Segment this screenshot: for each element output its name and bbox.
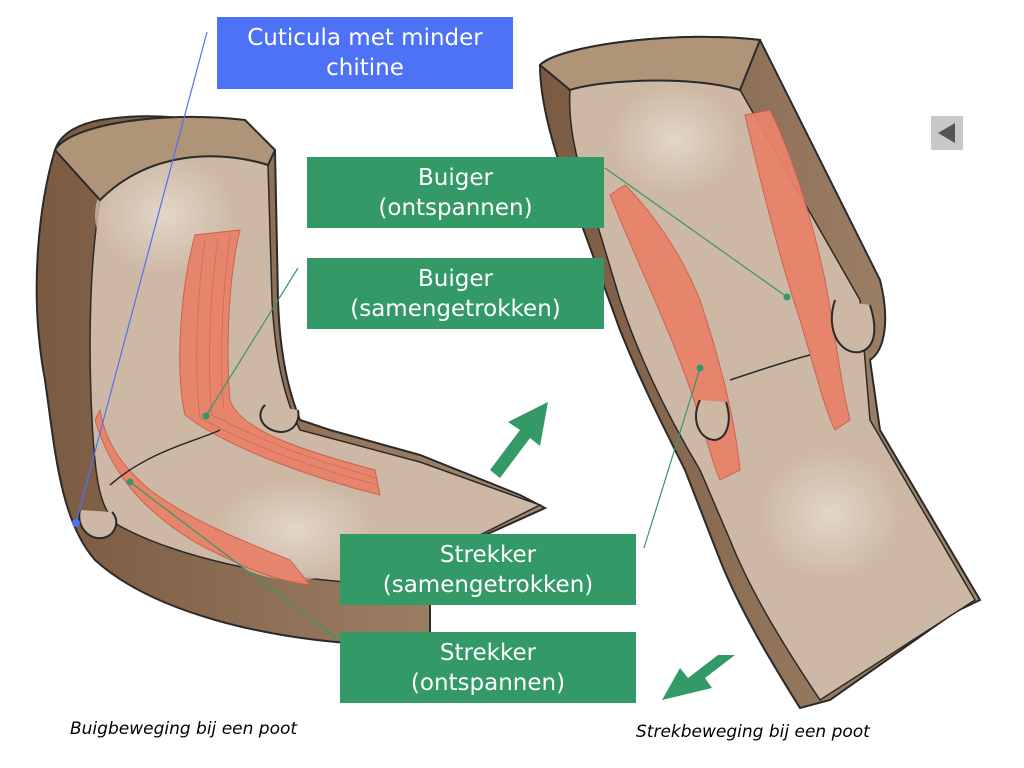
straight-leg-buiger-muscle (744, 109, 851, 431)
bent-leg-top-rim (53, 115, 277, 202)
label-buiger-ontspannen: Buiger (ontspannen) (307, 157, 604, 228)
label-strekker-ontspannen: Strekker (ontspannen) (340, 632, 636, 703)
arrow-up-right (490, 402, 548, 478)
triangle-left-icon (938, 123, 955, 143)
label-strekker-samengetrokken: Strekker (samengetrokken) (340, 534, 636, 605)
caption-flexion: Buigbeweging bij een poot (70, 719, 298, 739)
leader-dots (72, 293, 791, 527)
label-cuticula: Cuticula met minder chitine (217, 17, 513, 89)
bent-leg-strekker-muscle (94, 408, 312, 586)
bent-leg (35, 115, 548, 647)
back-button[interactable] (931, 116, 963, 150)
leader-lines (75, 31, 788, 642)
arrow-down-left (662, 655, 735, 700)
caption-extension: Strekbeweging bij een poot (636, 722, 870, 742)
straight-leg (538, 35, 982, 710)
label-buiger-samengetrokken: Buiger (samengetrokken) (307, 258, 604, 329)
bent-leg-buiger-muscle (179, 229, 381, 496)
